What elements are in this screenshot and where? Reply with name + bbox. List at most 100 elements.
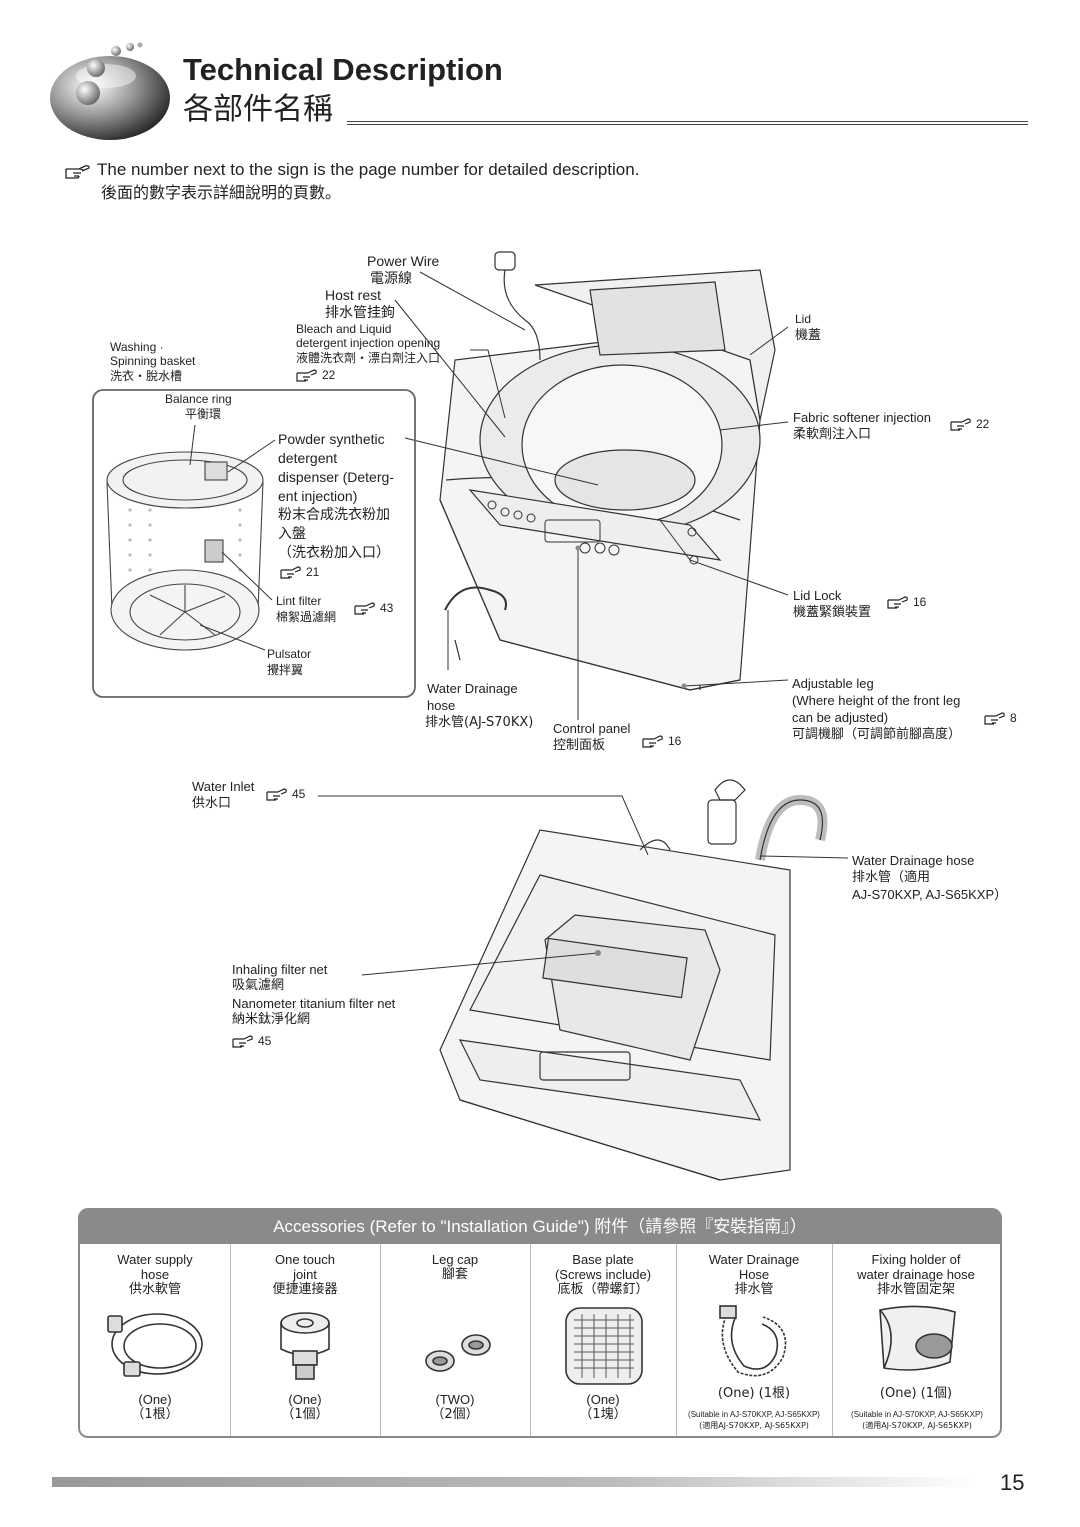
bleach-label-2: detergent injection opening (296, 336, 441, 350)
drainage-hose-icon (719, 1305, 787, 1377)
fabric-softener-page-ref: 22 (950, 417, 989, 431)
one-touch-joint-icon (280, 1312, 330, 1380)
fabric-softener-label-zh: 柔軟劑注入口 (793, 427, 872, 442)
powder-label-zh-2: 入盤 (278, 526, 306, 542)
accessory-base-plate: Base plate (Screws include) 底板（帶螺釘） (530, 1252, 676, 1297)
adjustable-leg-label-3: can be adjusted) (792, 710, 889, 725)
titanium-filter-label: Nanometer titanium filter net (232, 996, 396, 1011)
accessory-name-2: (Screws include) (554, 1267, 652, 1282)
column-divider (380, 1244, 381, 1436)
accessory-quantity: (One) （1根） (80, 1392, 230, 1422)
balance-ring-label-zh: 平衡環 (185, 407, 222, 421)
accessory-name-zh: 供水軟管 (128, 1282, 181, 1297)
accessory-name: Water supply (117, 1252, 193, 1267)
water-inlet-page-number: 45 (292, 787, 306, 801)
column-divider (832, 1244, 833, 1436)
lid-lock-label: Lid Lock (793, 588, 842, 603)
page-title: Technical Description (183, 52, 503, 87)
title-rule-2 (347, 124, 1028, 125)
pointing-hand-icon (642, 735, 663, 748)
accessory-qty: (One) (1個) (879, 1386, 953, 1401)
accessories-title: Accessories (Refer to "Installation Guid… (273, 1217, 807, 1236)
drainage-hose-b-label: Water Drainage hose (852, 853, 975, 868)
accessory-name-2: water drainage hose (857, 1267, 975, 1282)
pointing-hand-icon (354, 602, 375, 615)
intro-text-zh: 後面的數字表示詳細說明的頁數。 (101, 183, 342, 202)
accessory-qty-zh: （1根） (131, 1407, 179, 1422)
balance-ring-label: Balance ring (165, 392, 232, 406)
pointing-hand-icon (950, 418, 971, 431)
lint-filter-page-ref: 43 (354, 601, 393, 615)
accessory-quantity: (One) (1個) (832, 1386, 1000, 1401)
adjustable-leg-label-1: Adjustable leg (792, 676, 874, 691)
fixing-holder-icon (879, 1305, 956, 1371)
accessory-note-zh: (適用AJ-S70KXP, AJ-S65KXP) (699, 1421, 809, 1430)
accessory-quantity: (One) （1個） (230, 1392, 380, 1422)
lid-label-zh: 機蓋 (795, 328, 822, 343)
accessory-leg-cap: Leg cap 腳套 (380, 1252, 530, 1282)
accessory-quantity: (TWO) （2個） (380, 1392, 530, 1422)
accessory-name: Fixing holder of (871, 1252, 961, 1267)
host-rest-label: Host rest (325, 287, 382, 303)
washing-basket-label-zh: 洗衣・脫水槽 (110, 369, 183, 383)
power-wire-label-zh: 電源線 (370, 271, 412, 287)
inhaling-filter-label: Inhaling filter net (232, 962, 328, 977)
page-title-zh: 各部件名稱 (183, 92, 333, 127)
adjustable-leg-page-number: 8 (1010, 711, 1017, 725)
control-panel-page-ref: 16 (642, 734, 681, 748)
drainage-hose-a-label-zh: 排水管(AJ-S70KX) (425, 715, 534, 730)
lid-lock-page-ref: 16 (887, 595, 926, 609)
accessory-note-zh: (適用AJ-S70KXP, AJ-S65KXP) (862, 1421, 972, 1430)
lid-lock-label-zh: 機蓋緊鎖裝置 (793, 605, 872, 620)
pointing-hand-icon (280, 566, 301, 579)
drainage-hose-b-label-zh: 排水管（適用 (852, 870, 931, 885)
column-divider (676, 1244, 677, 1436)
title-rule (347, 121, 1028, 122)
fabric-softener-page-number: 22 (976, 417, 990, 431)
drainage-hose-a-label-1: Water Drainage (427, 681, 518, 696)
accessory-name-2: joint (293, 1267, 317, 1282)
power-wire-label: Power Wire (367, 253, 440, 269)
water-supply-hose-icon (107, 1313, 203, 1377)
page-number: 15 (1000, 1470, 1025, 1495)
accessory-qty-zh: （1個） (281, 1407, 329, 1422)
water-inlet-label: Water Inlet (192, 779, 255, 794)
lint-filter-label: Lint filter (276, 594, 322, 608)
accessory-name: Base plate (572, 1252, 634, 1267)
accessory-name-zh: 排水管 (734, 1282, 774, 1297)
pulsator-label: Pulsator (267, 647, 312, 661)
lid-label: Lid (795, 312, 812, 326)
accessory-quantity: (One) （1塊） (530, 1392, 676, 1422)
accessory-note: (Suitable in AJ-S70KXP, AJ-S65KXP) (851, 1410, 983, 1419)
accessory-qty: (One) (138, 1392, 172, 1407)
powder-label-4: ent injection) (278, 488, 358, 504)
accessory-name-2: hose (140, 1267, 170, 1282)
accessory-name-zh: 排水管固定架 (876, 1282, 955, 1297)
powder-label-2: detergent (278, 450, 338, 466)
powder-label-zh-1: 粉末合成洗衣粉加 (278, 507, 390, 523)
accessory-name-2: Hose (738, 1267, 770, 1282)
accessory-quantity: (One) (1根) (676, 1386, 832, 1401)
column-divider (230, 1244, 231, 1436)
accessory-name-zh: 便捷連接器 (272, 1282, 338, 1297)
inhaling-filter-label-zh: 吸氣濾網 (232, 978, 285, 993)
accessory-qty: (One) (288, 1392, 322, 1407)
leg-cap-icon (425, 1334, 491, 1372)
bleach-page-number: 22 (322, 368, 336, 382)
powder-label-1: Powder synthetic (278, 431, 385, 447)
pointing-hand-icon (65, 165, 90, 179)
water-inlet-page-ref: 45 (266, 787, 305, 801)
bleach-page-ref: 22 (296, 368, 335, 382)
washing-basket-label-2: Spinning basket (110, 354, 196, 368)
column-divider (530, 1244, 531, 1436)
header-logo-orbs (50, 42, 170, 140)
bleach-label-1: Bleach and Liquid (296, 322, 392, 336)
accessory-name: Water Drainage (708, 1252, 800, 1267)
pointing-hand-icon (887, 596, 908, 609)
pointing-hand-icon (984, 712, 1005, 725)
fabric-softener-label: Fabric softener injection (793, 410, 932, 425)
accessories-header: Accessories (Refer to "Installation Guid… (78, 1208, 1002, 1244)
powder-label-3: dispenser (Deterg- (278, 469, 394, 485)
drainage-hose-b-models: AJ-S70KXP, AJ-S65KXP） (852, 887, 1008, 902)
